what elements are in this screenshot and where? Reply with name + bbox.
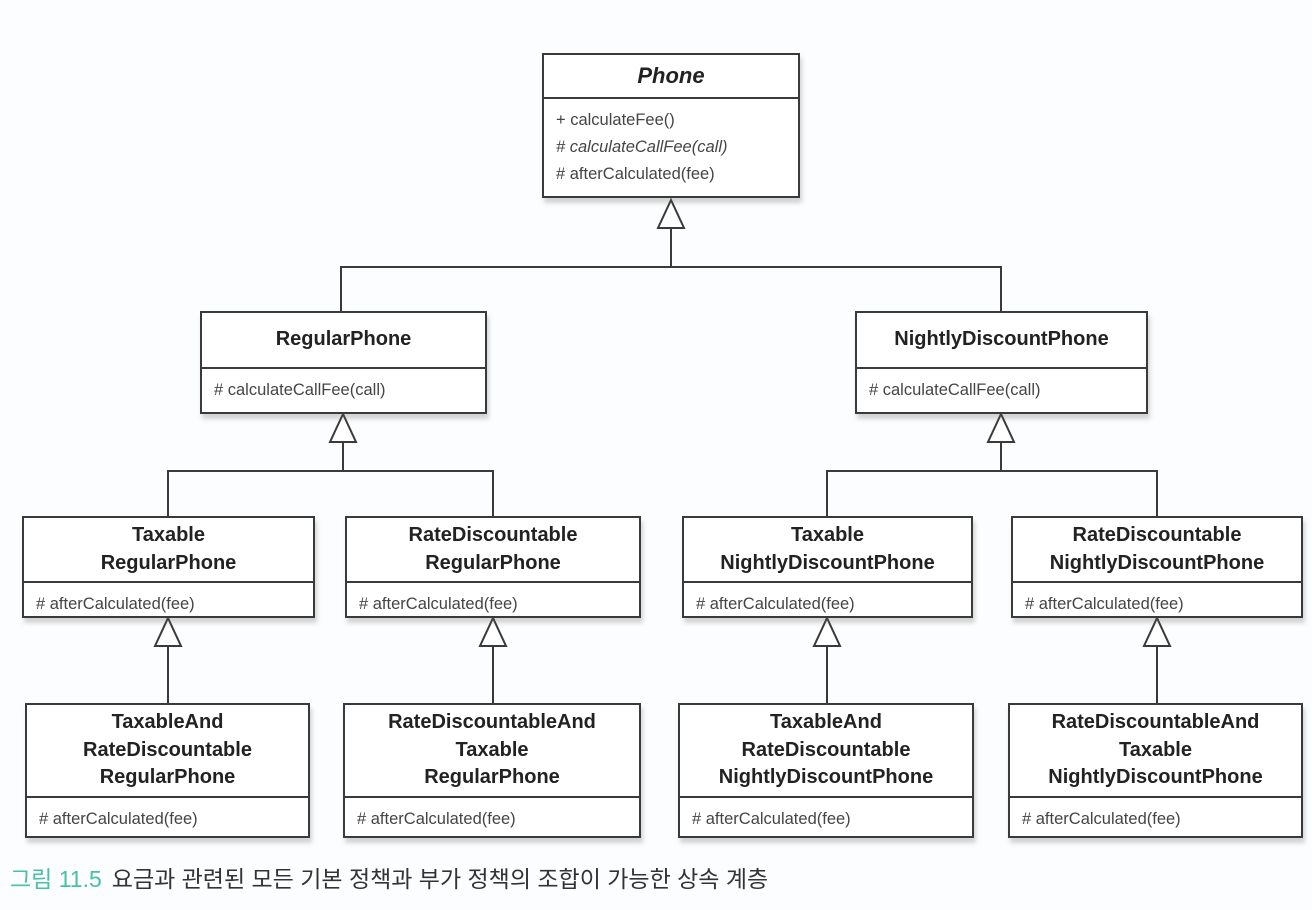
method-after-calculated: # afterCalculated(fee) bbox=[696, 595, 855, 614]
class-taxable-and-rate-discountable-regular-phone-methods: # afterCalculated(fee) bbox=[27, 798, 308, 841]
class-taxable-regular-phone-name: Taxable RegularPhone bbox=[24, 518, 313, 584]
class-phone-methods: + calculateFee() # calculateCallFee(call… bbox=[544, 99, 798, 196]
class-taxable-and-rate-discountable-nightly-discount-phone: TaxableAnd RateDiscountable NightlyDisco… bbox=[678, 703, 974, 838]
method-calculate-call-fee: # calculateCallFee(call) bbox=[869, 381, 1041, 399]
class-rate-discountable-and-taxable-nightly-discount-phone-name: RateDiscountableAnd Taxable NightlyDisco… bbox=[1010, 705, 1301, 798]
class-taxable-and-rate-discountable-regular-phone: TaxableAnd RateDiscountable RegularPhone… bbox=[25, 703, 310, 838]
method-after-calculated: # afterCalculated(fee) bbox=[39, 809, 198, 828]
method-calculate-call-fee: # calculateCallFee(call) bbox=[556, 138, 728, 156]
class-rate-discountable-and-taxable-regular-phone-name: RateDiscountableAnd Taxable RegularPhone bbox=[345, 705, 639, 798]
class-taxable-nightly-discount-phone-methods: # afterCalculated(fee) bbox=[684, 583, 971, 626]
figure-caption-label: 그림 11.5 bbox=[10, 866, 102, 892]
class-taxable-and-rate-discountable-nightly-discount-phone-name: TaxableAnd RateDiscountable NightlyDisco… bbox=[680, 705, 972, 798]
method-after-calculated: # afterCalculated(fee) bbox=[1022, 809, 1181, 828]
class-rate-discountable-and-taxable-nightly-discount-phone-methods: # afterCalculated(fee) bbox=[1010, 798, 1301, 841]
figure-caption-text: 요금과 관련된 모든 기본 정책과 부가 정책의 조합이 가능한 상속 계층 bbox=[111, 866, 769, 892]
class-rate-discountable-and-taxable-regular-phone-methods: # afterCalculated(fee) bbox=[345, 798, 639, 841]
class-phone-name: Phone bbox=[544, 55, 798, 99]
class-rate-discountable-nightly-discount-phone-methods: # afterCalculated(fee) bbox=[1013, 583, 1301, 626]
class-rate-discountable-regular-phone: RateDiscountable RegularPhone # afterCal… bbox=[345, 516, 641, 618]
class-rate-discountable-and-taxable-nightly-discount-phone: RateDiscountableAnd Taxable NightlyDisco… bbox=[1008, 703, 1303, 838]
class-rate-discountable-nightly-discount-phone: RateDiscountable NightlyDiscountPhone # … bbox=[1011, 516, 1303, 618]
class-rate-discountable-regular-phone-methods: # afterCalculated(fee) bbox=[347, 583, 639, 626]
method-after-calculated: # afterCalculated(fee) bbox=[36, 595, 195, 614]
method-after-calculated: # afterCalculated(fee) bbox=[692, 809, 851, 828]
class-regular-phone-name: RegularPhone bbox=[202, 313, 485, 369]
class-phone: Phone + calculateFee() # calculateCallFe… bbox=[542, 53, 800, 198]
class-taxable-nightly-discount-phone: Taxable NightlyDiscountPhone # afterCalc… bbox=[682, 516, 973, 618]
class-nightly-discount-phone-methods: # calculateCallFee(call) bbox=[857, 369, 1146, 412]
class-nightly-discount-phone: NightlyDiscountPhone # calculateCallFee(… bbox=[855, 311, 1148, 414]
connector-line bbox=[167, 470, 494, 516]
class-taxable-regular-phone: Taxable RegularPhone # afterCalculated(f… bbox=[22, 516, 315, 618]
class-regular-phone: RegularPhone # calculateCallFee(call) bbox=[200, 311, 487, 414]
class-rate-discountable-and-taxable-regular-phone: RateDiscountableAnd Taxable RegularPhone… bbox=[343, 703, 641, 838]
class-taxable-nightly-discount-phone-name: Taxable NightlyDiscountPhone bbox=[684, 518, 971, 584]
class-regular-phone-methods: # calculateCallFee(call) bbox=[202, 369, 485, 412]
connector-line bbox=[340, 266, 1002, 311]
generalization-arrow-phone bbox=[656, 197, 686, 229]
class-rate-discountable-regular-phone-name: RateDiscountable RegularPhone bbox=[347, 518, 639, 584]
method-after-calculated: # afterCalculated(fee) bbox=[359, 595, 518, 614]
class-rate-discountable-nightly-discount-phone-name: RateDiscountable NightlyDiscountPhone bbox=[1013, 518, 1301, 584]
generalization-arrow-nightly-discount-phone bbox=[986, 411, 1016, 443]
method-after-calculated: # afterCalculated(fee) bbox=[556, 165, 715, 183]
class-nightly-discount-phone-name: NightlyDiscountPhone bbox=[857, 313, 1146, 369]
class-taxable-and-rate-discountable-nightly-discount-phone-methods: # afterCalculated(fee) bbox=[680, 798, 972, 841]
generalization-arrow-regular-phone bbox=[328, 411, 358, 443]
method-after-calculated: # afterCalculated(fee) bbox=[1025, 595, 1184, 614]
method-calculate-call-fee: # calculateCallFee(call) bbox=[214, 381, 386, 399]
connector-line bbox=[826, 470, 1158, 516]
method-calculate-fee: + calculateFee() bbox=[556, 111, 675, 129]
class-taxable-regular-phone-methods: # afterCalculated(fee) bbox=[24, 583, 313, 626]
figure-caption: 그림 11.5 요금과 관련된 모든 기본 정책과 부가 정책의 조합이 가능한 … bbox=[10, 860, 768, 894]
class-taxable-and-rate-discountable-regular-phone-name: TaxableAnd RateDiscountable RegularPhone bbox=[27, 705, 308, 798]
method-after-calculated: # afterCalculated(fee) bbox=[357, 809, 516, 828]
